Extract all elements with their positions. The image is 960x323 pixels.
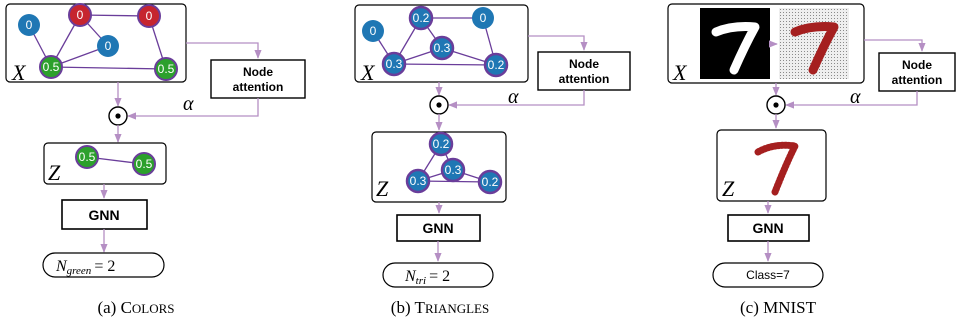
caption: (c) MNIST bbox=[740, 298, 817, 317]
svg-text:0.3: 0.3 bbox=[410, 174, 427, 188]
node: 0.3 bbox=[429, 35, 455, 61]
node-attention-box bbox=[210, 59, 306, 99]
node: 0.5 bbox=[39, 55, 63, 79]
alpha-symbol: α bbox=[850, 86, 861, 108]
svg-text:attention: attention bbox=[559, 72, 610, 86]
input-symbol: X bbox=[11, 60, 27, 85]
svg-text:0.5: 0.5 bbox=[136, 157, 153, 171]
gnn-box bbox=[396, 214, 481, 242]
svg-text:0: 0 bbox=[370, 24, 377, 38]
superpixel-graph-image bbox=[779, 8, 849, 79]
svg-text:0.5: 0.5 bbox=[158, 62, 175, 76]
pooled-digit bbox=[754, 141, 799, 196]
node: 0 bbox=[97, 35, 119, 57]
output-symbol: Z bbox=[722, 176, 735, 201]
svg-text:0.3: 0.3 bbox=[386, 57, 403, 71]
svg-text:Node: Node bbox=[243, 65, 273, 79]
alpha-symbol: α bbox=[183, 93, 194, 115]
svg-text:0.2: 0.2 bbox=[488, 58, 505, 72]
input-symbol: X bbox=[672, 60, 688, 85]
svg-text:0.3: 0.3 bbox=[434, 41, 451, 55]
prediction-label: Ngreen= 2 bbox=[55, 258, 115, 277]
output-symbol: Z bbox=[376, 176, 389, 201]
node: 0.3 bbox=[405, 168, 431, 194]
caption: (a) COLORS bbox=[97, 298, 174, 317]
svg-text:GNN: GNN bbox=[422, 220, 453, 236]
pooled-image-box bbox=[716, 129, 827, 202]
node: 0 bbox=[472, 7, 494, 29]
svg-text:0.2: 0.2 bbox=[413, 11, 430, 25]
alpha-symbol: α bbox=[508, 86, 519, 108]
node: 0.5 bbox=[132, 152, 156, 176]
svg-text:attention: attention bbox=[233, 80, 284, 94]
node: 0.3 bbox=[381, 51, 407, 77]
elementwise-product-icon bbox=[766, 95, 786, 115]
caption: (b) TRIANGLES bbox=[391, 298, 489, 317]
elementwise-product-icon bbox=[108, 106, 128, 126]
node: 0.3 bbox=[440, 157, 466, 183]
node: 0 bbox=[137, 4, 161, 28]
svg-text:attention: attention bbox=[892, 73, 943, 87]
node: 0 bbox=[362, 20, 384, 42]
node: 0.2 bbox=[428, 131, 454, 157]
digit-image bbox=[700, 8, 770, 79]
node: 0.2 bbox=[483, 52, 509, 78]
pooled-graph-box bbox=[43, 142, 167, 185]
prediction-label: Class=7 bbox=[746, 268, 790, 282]
node: 0.5 bbox=[75, 145, 99, 169]
svg-text:0: 0 bbox=[77, 8, 84, 22]
input-symbol: X bbox=[360, 60, 376, 85]
panel-colors: 0 0 0 0 0.5 0.5 X Node attention α 0.5 0… bbox=[5, 3, 306, 317]
node-attention-box bbox=[878, 52, 956, 92]
node-attention-box bbox=[537, 51, 631, 91]
node: 0 bbox=[18, 14, 40, 36]
gnn-box bbox=[727, 214, 810, 242]
svg-text:GNN: GNN bbox=[752, 220, 783, 236]
node: 0.2 bbox=[408, 5, 434, 31]
svg-text:Node: Node bbox=[569, 57, 599, 71]
svg-text:Node: Node bbox=[902, 58, 932, 72]
svg-text:GNN: GNN bbox=[88, 207, 119, 223]
svg-text:0: 0 bbox=[480, 11, 487, 25]
prediction-label: Ntri= 2 bbox=[404, 268, 450, 287]
prediction-box bbox=[382, 262, 494, 288]
svg-text:0: 0 bbox=[146, 9, 153, 23]
elementwise-product-icon bbox=[429, 95, 449, 115]
svg-text:0.5: 0.5 bbox=[43, 60, 60, 74]
panel-triangles: 0 0.2 0 0.3 0.3 0.2 X Node attention α 0… bbox=[354, 4, 631, 317]
prediction-box bbox=[42, 252, 165, 278]
node: 0.2 bbox=[477, 169, 503, 195]
svg-text:0.3: 0.3 bbox=[445, 163, 462, 177]
node: 0.5 bbox=[154, 57, 178, 81]
svg-text:0.5: 0.5 bbox=[79, 150, 96, 164]
output-symbol: Z bbox=[48, 160, 61, 185]
panel-mnist: X Node attention α Z GNN Class=7 (c) MNI… bbox=[667, 3, 956, 317]
svg-text:0: 0 bbox=[26, 18, 33, 32]
prediction-box bbox=[712, 262, 824, 288]
svg-text:0.2: 0.2 bbox=[433, 137, 450, 151]
svg-text:0.2: 0.2 bbox=[482, 175, 499, 189]
node: 0 bbox=[68, 3, 92, 27]
svg-text:0: 0 bbox=[105, 39, 112, 53]
